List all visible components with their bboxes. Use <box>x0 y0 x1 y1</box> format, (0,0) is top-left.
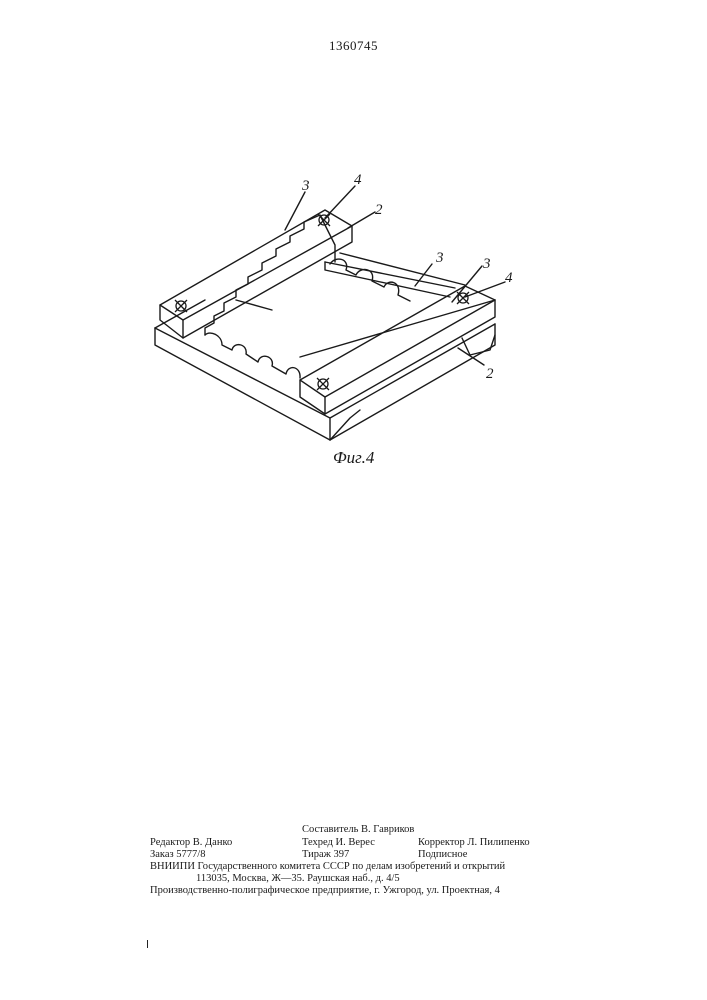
scalloped-edge-front <box>205 333 300 378</box>
label-fastener-top: 4 <box>354 172 362 188</box>
label-bar-right: 3 <box>482 256 491 272</box>
margin-mark <box>147 940 148 948</box>
bar-right <box>300 286 495 414</box>
fastener-icon <box>317 378 329 390</box>
leader-bar-left <box>285 192 305 230</box>
imprint-institute: ВНИИПИ Государственного комитета СССР по… <box>150 861 505 873</box>
fastener-icon <box>175 300 187 312</box>
label-plate-top: 2 <box>375 202 383 218</box>
imprint-corrector: Корректор Л. Пилипенко <box>418 837 530 849</box>
leader-plate-bottom <box>458 348 484 365</box>
support-right <box>462 335 495 355</box>
crossbar-middle <box>325 253 465 297</box>
base-plate <box>155 300 495 440</box>
figure-caption: Фиг.4 <box>333 448 374 468</box>
leader-plate-top <box>348 212 375 228</box>
label-bar-left: 3 <box>301 178 310 194</box>
imprint-address: 113035, Москва, Ж—35. Раушская наб., д. … <box>196 873 400 885</box>
label-fastener-right: 4 <box>505 270 513 286</box>
imprint-circulation: Тираж 397 <box>302 849 349 861</box>
imprint-order: Заказ 5777/8 <box>150 849 205 861</box>
imprint-compiler: Составитель В. Гавриков <box>302 824 414 836</box>
leader-fastener-top <box>325 186 355 218</box>
imprint-techred: Техред И. Верес <box>302 837 375 849</box>
bar-left <box>160 210 352 338</box>
serrated-edge-left <box>205 215 335 335</box>
label-plate-bottom: 2 <box>486 366 494 382</box>
imprint-editor: Редактор В. Данко <box>150 837 232 849</box>
label-bar-middle: 3 <box>435 250 444 266</box>
imprint-printer: Производственно-полиграфическое предприя… <box>150 885 500 897</box>
fastener-icon <box>457 292 469 304</box>
imprint-subscription: Подписное <box>418 849 467 861</box>
